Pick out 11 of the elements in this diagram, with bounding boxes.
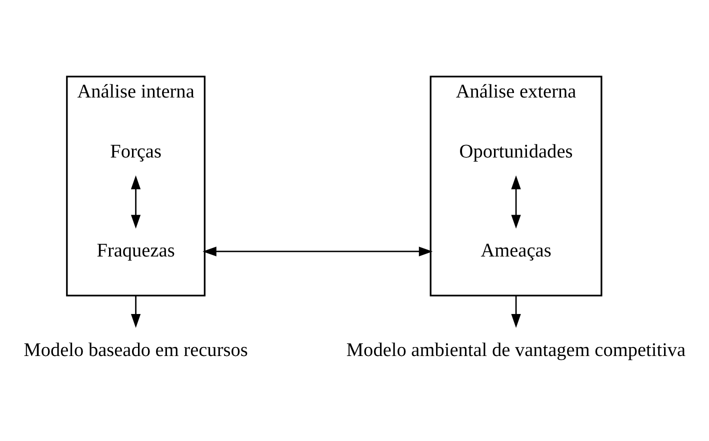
arrow xyxy=(202,246,433,256)
arrow xyxy=(130,296,141,328)
node-text: Forças xyxy=(110,141,162,162)
node-text: Fraquezas xyxy=(96,240,175,262)
arrow xyxy=(130,175,141,229)
node-text: Oportunidades xyxy=(459,141,573,162)
arrow xyxy=(511,296,521,328)
node-text: Modelo baseado em recursos xyxy=(24,340,248,361)
arrow xyxy=(511,175,521,229)
node-text: Ameaças xyxy=(480,240,552,262)
node-text: Modelo ambiental de vantagem competitiva xyxy=(346,340,686,361)
